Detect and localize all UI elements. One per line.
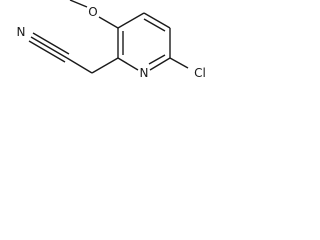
- bond-c6-n1-inner: [148, 54, 166, 65]
- cyanomethyl-group: [28, 32, 119, 74]
- chemical-structure-diagram: N O N Cl: [17, 0, 206, 80]
- ring-nitrogen-label: N: [140, 66, 149, 80]
- methoxy-oxygen-label: O: [88, 5, 97, 19]
- bond-triple-2: [32, 32, 70, 55]
- bond-o-ch3: [69, 0, 88, 8]
- bond-triple-1: [30, 36, 68, 59]
- bond-c4-c5: [143, 12, 171, 29]
- bond-c6-n1: [149, 57, 171, 71]
- chlorine-label: Cl: [194, 66, 206, 80]
- bond-c2-ch2: [91, 57, 119, 74]
- bond-ch2-cn: [66, 57, 93, 74]
- bond-c4-c5-inner: [143, 18, 166, 32]
- pyridine-ring: [117, 12, 171, 71]
- bond-c6-cl: [169, 57, 189, 69]
- bond-triple-3: [28, 40, 66, 63]
- nitrile-nitrogen-label: N: [17, 25, 26, 39]
- bond-n1-c2: [117, 57, 139, 71]
- bond-c3-c4: [117, 12, 145, 29]
- methoxy-group: [69, 0, 119, 29]
- bond-c3-o: [98, 16, 119, 29]
